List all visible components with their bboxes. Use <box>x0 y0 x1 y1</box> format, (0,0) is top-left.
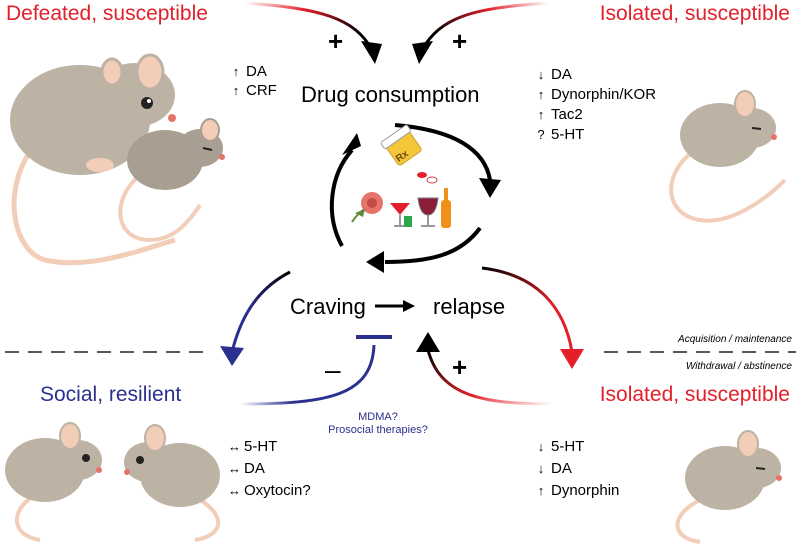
node-craving: Craving <box>290 294 366 319</box>
poppy-flower-icon <box>351 192 383 223</box>
plus-sign-bottom: + <box>452 352 468 382</box>
drug-icons <box>351 124 451 228</box>
markers-isolated-top: ↓ DA ↑ Dynorphin/KOR ↑ Tac2 ? 5-HT <box>535 65 656 145</box>
marker-text: CRF <box>246 82 277 99</box>
down-arrow-icon: ↓ <box>537 439 545 454</box>
cycle-arrowhead-bottom <box>366 251 384 273</box>
group-title-isolated-bottom: Isolated, susceptible <box>599 383 790 406</box>
bidirectional-arrow-icon: ↔ <box>228 461 241 476</box>
pill-icon <box>426 176 438 184</box>
marker-row: ↓ DA <box>535 458 619 480</box>
question-mark-icon: ? <box>537 127 545 142</box>
phase-label-acquisition: Acquisition / maintenance <box>678 334 792 345</box>
down-arrow-icon: ↓ <box>537 461 545 476</box>
marker-row: ↑ CRF <box>230 81 277 100</box>
marker-text: DA <box>244 460 265 477</box>
minus-sign: – <box>325 354 341 385</box>
aggressor-mouse-illustration <box>10 53 176 266</box>
marker-text: 5-HT <box>551 438 585 455</box>
bidirectional-arrow-icon: ↔ <box>228 483 241 498</box>
marker-row: ↑ Tac2 <box>535 105 656 125</box>
bidirectional-arrow-icon: ↔ <box>228 439 241 454</box>
defeated-mouse-illustration <box>118 118 225 243</box>
inhibition-social-blocks-relapse <box>239 335 392 406</box>
arrow-defeated-to-drug <box>244 1 382 64</box>
group-title-social: Social, resilient <box>40 383 182 406</box>
plus-sign-left: + <box>328 26 344 56</box>
social-mouse-2-illustration <box>124 424 221 542</box>
marker-text: Oxytocin? <box>244 482 311 499</box>
plus-sign-right: + <box>452 26 468 56</box>
pill-bottle-icon <box>380 124 422 166</box>
cycle-arrowhead-left <box>342 133 361 155</box>
marker-row: ↑ DA <box>230 62 277 81</box>
arrow-isolated-to-drug <box>412 1 549 64</box>
up-arrow-icon: ↑ <box>232 83 240 98</box>
marker-text: 5-HT <box>244 438 278 455</box>
craving-relapse-arrow <box>375 300 415 312</box>
marker-text: Dynorphin <box>551 482 620 499</box>
marker-text: DA <box>246 63 267 80</box>
therapy-note: MDMA? Prosocial therapies? <box>318 411 438 437</box>
marker-text: Tac2 <box>551 106 583 123</box>
marker-text: DA <box>551 460 572 477</box>
isolated-mouse-bottom-illustration <box>675 430 782 544</box>
cycle-arrows <box>329 123 492 264</box>
markers-isolated-bottom: ↓ 5-HT ↓ DA ↑ Dynorphin <box>535 436 620 502</box>
marker-text: 5-HT <box>551 126 585 143</box>
up-arrow-icon: ↑ <box>537 107 545 122</box>
up-arrow-icon: ↑ <box>232 64 240 79</box>
marker-text: Dynorphin/KOR <box>551 86 657 103</box>
arrow-to-social-resilient <box>220 270 291 366</box>
markers-social: ↔5-HT ↔DA ↔Oxytocin? <box>228 436 311 502</box>
shot-glass-icon <box>404 216 412 227</box>
marker-row: ↑ Dynorphin/KOR <box>535 85 656 105</box>
social-mouse-1-illustration <box>5 422 102 542</box>
marker-row: ↔Oxytocin? <box>228 480 311 502</box>
arrow-isolated-promotes-relapse <box>416 332 553 406</box>
marker-row: ↑ Dynorphin <box>535 480 620 502</box>
markers-defeated: ↑ DA ↑ CRF <box>230 62 277 100</box>
therapy-note-line1: MDMA? <box>358 411 398 423</box>
beer-bottle-icon <box>441 188 451 228</box>
therapy-note-line2: Prosocial therapies? <box>328 424 428 436</box>
up-arrow-icon: ↑ <box>537 87 545 102</box>
marker-row: ? 5-HT <box>535 125 656 145</box>
node-drug-consumption: Drug consumption <box>301 82 480 107</box>
marker-row: ↓ 5-HT <box>535 436 619 458</box>
marker-text: DA <box>551 66 572 83</box>
group-title-defeated: Defeated, susceptible <box>6 2 208 25</box>
group-title-isolated-top: Isolated, susceptible <box>599 2 790 25</box>
cycle-arrowhead-right <box>479 178 501 198</box>
marker-row: ↔5-HT <box>228 436 311 458</box>
marker-row: ↓ DA <box>535 65 656 85</box>
down-arrow-icon: ↓ <box>537 67 545 82</box>
wine-glass-icon <box>417 197 439 227</box>
pill-icon <box>417 172 427 178</box>
phase-label-withdrawal: Withdrawal / abstinence <box>685 361 792 372</box>
node-relapse: relapse <box>433 294 506 319</box>
arrow-to-isolated-susceptible <box>481 266 584 369</box>
marker-row: ↔DA <box>228 458 311 480</box>
up-arrow-icon: ↑ <box>537 483 545 498</box>
isolated-mouse-top-illustration <box>669 90 787 223</box>
